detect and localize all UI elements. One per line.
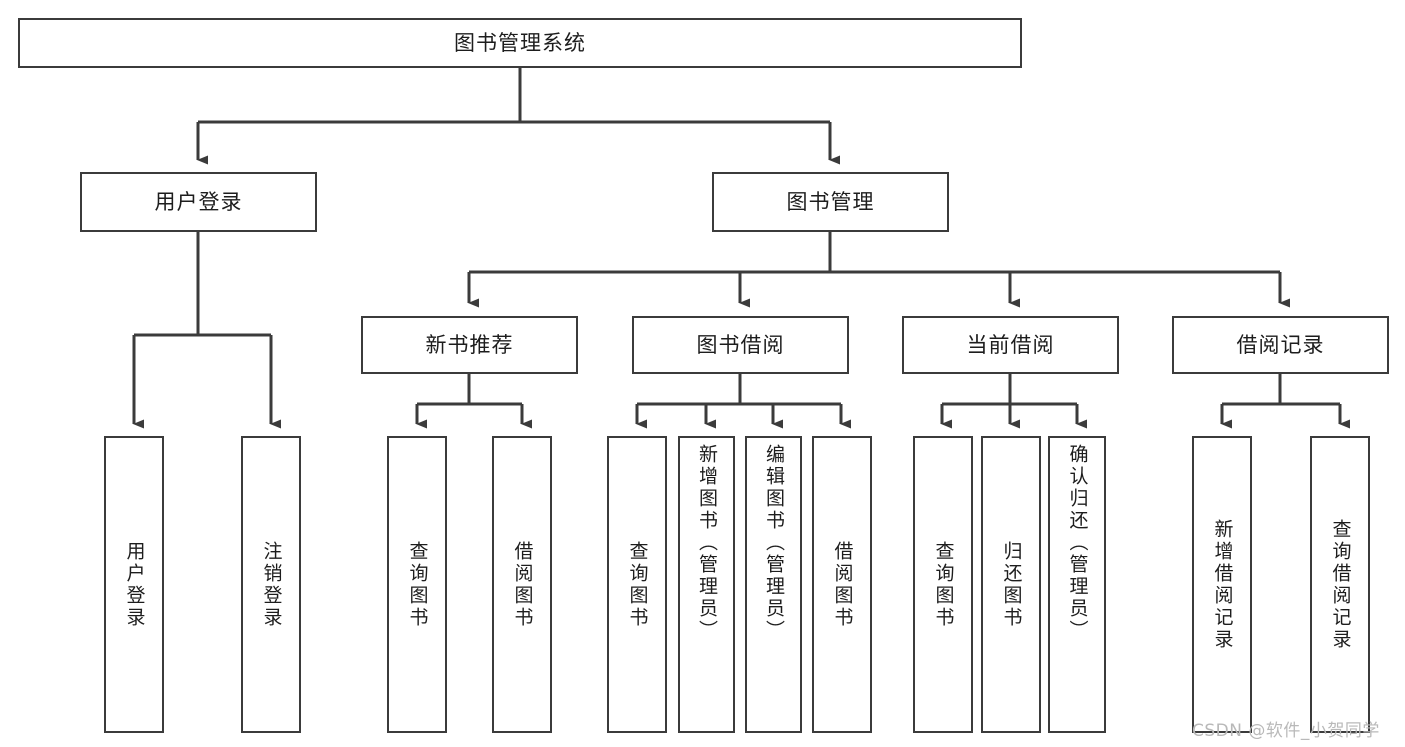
- node-leaf-query-book-recommend[interactable]: 查询图书: [387, 436, 447, 733]
- node-leaf-return-book[interactable]: 归还图书: [981, 436, 1041, 733]
- node-label: 借阅图书: [511, 540, 534, 629]
- node-label: 新书推荐: [425, 332, 514, 357]
- node-leaf-borrow-book-recommend[interactable]: 借阅图书: [492, 436, 552, 733]
- node-new-book-recommend[interactable]: 新书推荐: [361, 316, 578, 374]
- node-book-management[interactable]: 图书管理: [712, 172, 949, 232]
- node-leaf-edit-book-admin[interactable]: 编辑图书（管理员）: [745, 436, 802, 733]
- node-label: 用户登录: [123, 540, 146, 629]
- node-label: 新增图书（管理员）: [695, 444, 718, 642]
- node-leaf-add-borrow-record[interactable]: 新增借阅记录: [1192, 436, 1252, 733]
- node-leaf-add-book-admin[interactable]: 新增图书（管理员）: [678, 436, 735, 733]
- node-book-management-system[interactable]: 图书管理系统: [18, 18, 1022, 68]
- node-leaf-query-book-current[interactable]: 查询图书: [913, 436, 973, 733]
- node-label: 编辑图书（管理员）: [762, 444, 785, 642]
- node-label: 注销登录: [260, 540, 283, 629]
- node-label: 查询借阅记录: [1329, 518, 1352, 651]
- node-label: 查询图书: [932, 540, 955, 629]
- node-leaf-query-book-borrow[interactable]: 查询图书: [607, 436, 667, 733]
- node-label: 归还图书: [1000, 540, 1023, 629]
- node-label: 借阅图书: [831, 540, 854, 629]
- node-leaf-user-login[interactable]: 用户登录: [104, 436, 164, 733]
- node-label: 确认归还（管理员）: [1066, 444, 1089, 642]
- node-current-borrow[interactable]: 当前借阅: [902, 316, 1119, 374]
- node-borrow-record[interactable]: 借阅记录: [1172, 316, 1389, 374]
- node-book-borrow[interactable]: 图书借阅: [632, 316, 849, 374]
- node-label: 借阅记录: [1236, 332, 1325, 357]
- node-label: 用户登录: [154, 189, 243, 214]
- node-label: 图书管理系统: [454, 30, 586, 55]
- node-leaf-logout-login[interactable]: 注销登录: [241, 436, 301, 733]
- node-label: 图书借阅: [696, 332, 785, 357]
- node-leaf-query-borrow-record[interactable]: 查询借阅记录: [1310, 436, 1370, 733]
- node-label: 图书管理: [786, 189, 875, 214]
- node-leaf-borrow-book-borrow[interactable]: 借阅图书: [812, 436, 872, 733]
- csdn-watermark: CSDN @软件_小贺同学: [1192, 721, 1380, 741]
- node-label: 查询图书: [406, 540, 429, 629]
- node-label: 查询图书: [626, 540, 649, 629]
- node-label: 当前借阅: [966, 332, 1055, 357]
- node-user-login[interactable]: 用户登录: [80, 172, 317, 232]
- node-label: 新增借阅记录: [1211, 518, 1234, 651]
- node-leaf-confirm-return-admin[interactable]: 确认归还（管理员）: [1048, 436, 1106, 733]
